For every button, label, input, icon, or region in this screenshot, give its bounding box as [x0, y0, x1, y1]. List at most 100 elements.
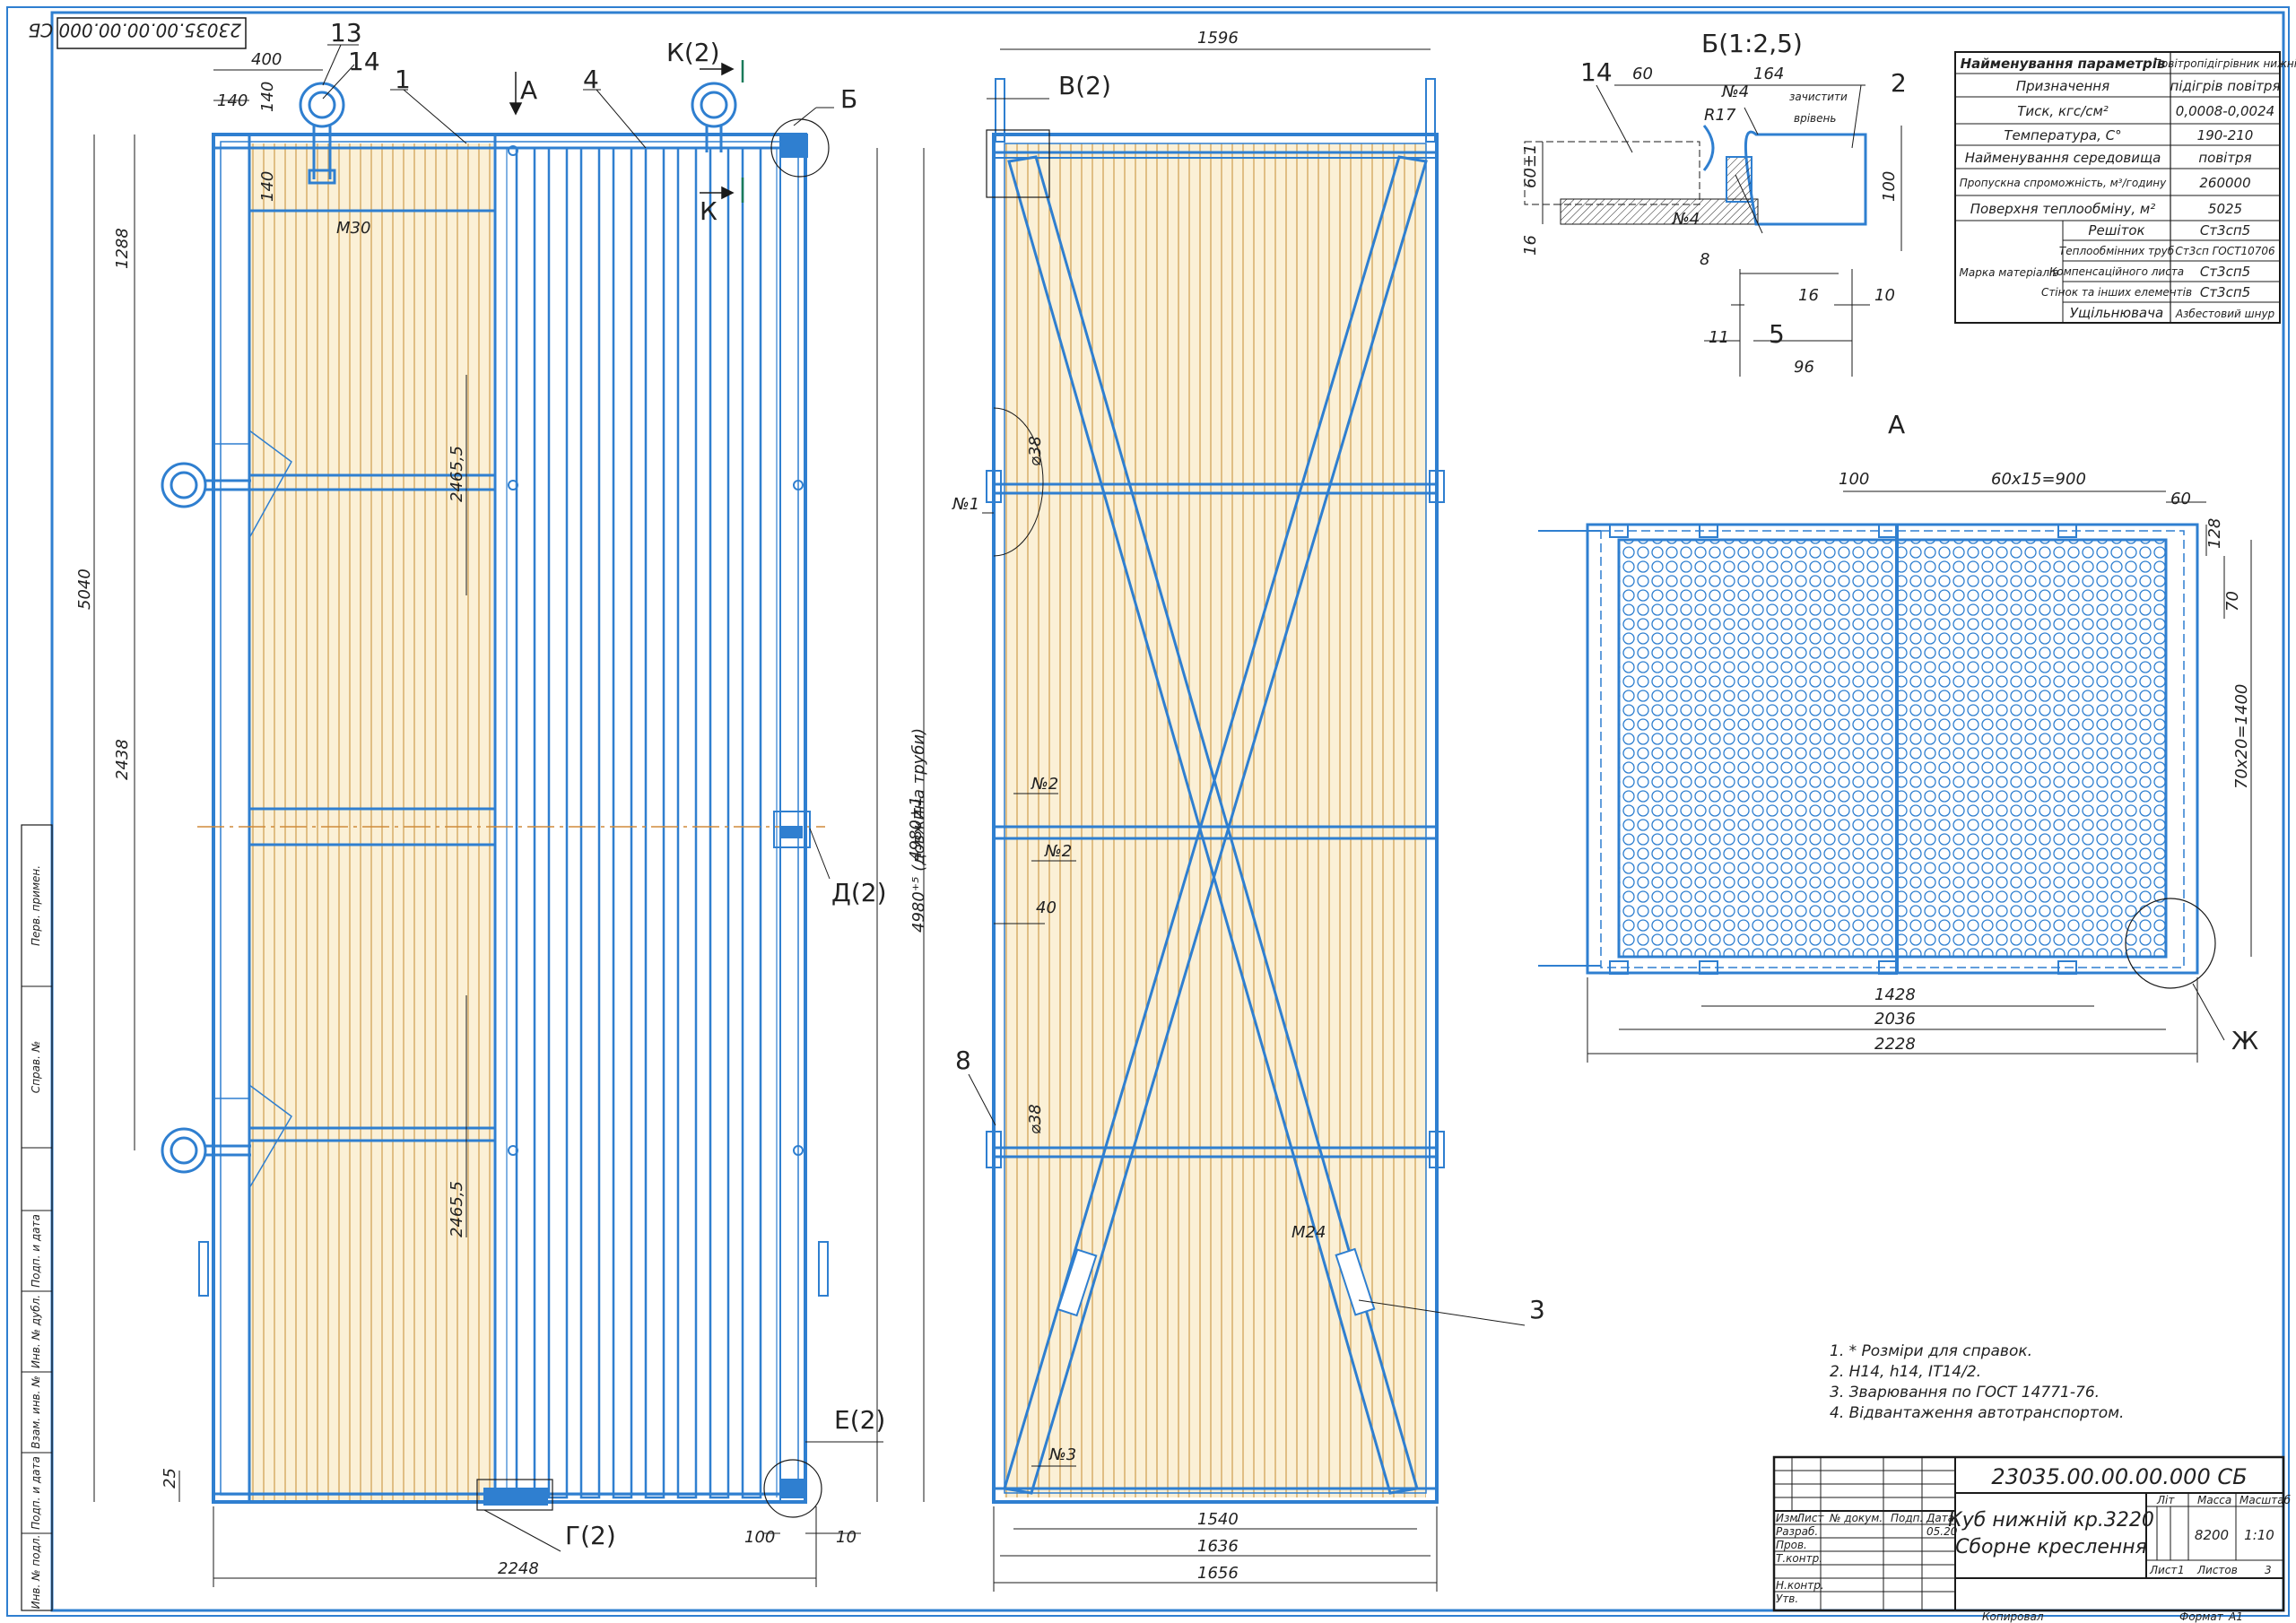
view-v2-label: В(2) — [1058, 71, 1111, 100]
dim-1596: 1596 — [1197, 29, 1239, 48]
tb-scale-value: 1:10 — [2244, 1527, 2274, 1543]
material-name-3: Стінок та інших елементів — [2041, 286, 2192, 299]
dim-2438: 2438 — [113, 739, 132, 780]
param-name-1: Тиск, кгс/см² — [2017, 103, 2109, 119]
tb-role-check: Пров. — [1776, 1539, 1807, 1551]
stamp-code-box: 23035.00.00.00.000 СБ — [28, 17, 247, 49]
stamp-orig-inv: Инв. № подл. — [30, 1535, 42, 1610]
leader-8: 8 — [955, 1046, 971, 1075]
dim-a-128: 128 — [2205, 518, 2224, 549]
stamp-dup-inv: Инв. № дубл. — [30, 1295, 42, 1368]
dim-a-70: 70 — [2223, 591, 2242, 612]
dim-1656: 1656 — [1197, 1564, 1239, 1583]
product-name: Куб нижній кр.3220 — [1948, 1509, 2154, 1532]
detail-zh-label: Ж — [2231, 1026, 2258, 1055]
dim-b-10: 10 — [1874, 286, 1895, 305]
param-value-1: 0,0008-0,0024 — [2176, 103, 2274, 119]
leader-13: 13 — [330, 18, 362, 48]
dim-40: 40 — [1036, 898, 1057, 917]
tube-field-left — [249, 143, 493, 1502]
param-value-0: підігрів повітря — [2170, 78, 2281, 94]
note-clean: зачистити — [1789, 91, 1848, 103]
radius-r17: R17 — [1704, 106, 1736, 125]
material-value-2: Ст3сп5 — [2200, 264, 2250, 280]
leader-4: 4 — [583, 65, 599, 94]
param-name-2: Температура, С° — [2004, 127, 2121, 143]
detail-b-title: Б(1:2,5) — [1701, 29, 1803, 58]
material-value-1: Ст3сп ГОСТ10706 — [2175, 245, 2275, 257]
dim-10-left: 10 — [836, 1528, 857, 1547]
weld-n1: №1 — [952, 495, 979, 514]
stamp-first-use: Перв. примен. — [30, 865, 42, 946]
param-value-2: 190-210 — [2197, 127, 2254, 143]
left-stamp-strip: Перв. примен. Справ. № Подп. и дата Инв.… — [21, 824, 53, 1611]
tb-col-sign: Подп. — [1891, 1512, 1923, 1524]
material-value-4: Азбестовий шнур — [2175, 308, 2275, 320]
dim-400: 400 — [251, 50, 282, 69]
front-view: А К(2) К Б Д(2) Е(2) Г(2) 13 14 1 4 M30 — [75, 18, 928, 1587]
dim-a-2036: 2036 — [1874, 1010, 1916, 1028]
tb-scale-header: Масштаб — [2239, 1494, 2292, 1506]
leader-2: 2 — [1891, 68, 1907, 98]
tb-role-ncontr: Н.контр. — [1776, 1579, 1824, 1592]
tb-format-value: A1 — [2228, 1610, 2243, 1623]
thread-m24: M24 — [1292, 1223, 1326, 1242]
view-g2-label: Г(2) — [565, 1521, 616, 1550]
dim-a-60: 60 — [2170, 490, 2191, 508]
dim-b-60: 60 — [1632, 65, 1653, 83]
detail-b-callout: Б — [840, 84, 857, 114]
leader-14: 14 — [348, 47, 380, 76]
compensation-sheets — [506, 134, 806, 1503]
dim-a-70x20: 70x20=1400 — [2232, 684, 2251, 789]
tb-col-izm: Изм. — [1776, 1512, 1801, 1524]
tb-role-dev: Разраб. — [1776, 1525, 1818, 1538]
param-name-0: Призначення — [2016, 78, 2109, 94]
dim-b-96: 96 — [1794, 358, 1814, 377]
section-k-label: К — [700, 196, 718, 226]
outer-frame — [6, 6, 2290, 1617]
note-flush: врівень — [1794, 112, 1836, 125]
params-header-name: Найменування параметрів — [1961, 56, 2166, 72]
weld-n3: №3 — [1048, 1445, 1076, 1464]
view-a-title: А — [1888, 410, 1905, 439]
lifting-eyes — [161, 82, 737, 1174]
tb-sheet-label: Лист — [2149, 1564, 2178, 1576]
notes: 1. * Розміри для справок. 2. H14, h14, I… — [1830, 1342, 2124, 1422]
stamp-sign-date-2: Подп. и дата — [30, 1456, 42, 1530]
dim-b-8: 8 — [1700, 250, 1709, 269]
tb-col-list: Лист — [1796, 1512, 1824, 1524]
inner-frame — [50, 11, 2285, 1612]
tb-col-date: Дата — [1926, 1512, 1954, 1524]
dim-b-16-v: 16 — [1521, 235, 1540, 256]
dim-140-c: 140 — [258, 171, 277, 202]
dim-b-11: 11 — [1709, 328, 1729, 347]
dim-140-a: 140 — [217, 91, 248, 110]
dim-b-16: 16 — [1798, 286, 1819, 305]
drawing-type: Сборне креслення — [1955, 1536, 2147, 1558]
param-value-4: 260000 — [2199, 175, 2250, 191]
dim-a-60x15: 60x15=900 — [1991, 470, 2086, 489]
doc-code: 23035.00.00.00.000 СБ — [1991, 1464, 2247, 1489]
note-3: 3. Зварювання по ГОСТ 14771-76. — [1830, 1384, 2100, 1402]
view-k2-label: К(2) — [666, 38, 720, 67]
material-name-1: Теплообмінних труб — [2059, 245, 2175, 257]
dim-100-left: 100 — [744, 1528, 775, 1547]
tb-col-doc: № докум. — [1829, 1512, 1883, 1524]
dim-4980: 4980±1 — [907, 796, 926, 861]
material-value-0: Ст3сп5 — [2200, 222, 2250, 239]
weld-n4-b: №4 — [1721, 82, 1749, 101]
param-value-5: 5025 — [2208, 201, 2242, 217]
tube-sheet-holes — [1617, 538, 2168, 959]
dim-a-1428: 1428 — [1874, 985, 1916, 1004]
dim-5040: 5040 — [75, 568, 94, 610]
note-4: 4. Відвантаження автотранспортом. — [1830, 1404, 2124, 1422]
title-block: Изм. Лист № докум. Подп. Дата Разраб. Пр… — [1772, 1455, 2292, 1623]
section-a-label: А — [520, 75, 537, 105]
tb-sheets-total: 3 — [2265, 1564, 2272, 1576]
param-value-3: повітря — [2198, 150, 2251, 166]
dim-4980-tube: 4980⁺⁵ (довжина труби) — [909, 728, 928, 933]
dim-1636: 1636 — [1197, 1537, 1239, 1556]
tb-format-label: Формат — [2179, 1610, 2224, 1623]
side-view: В(2) №1 №2 №2 №3 M24 8 3 1596 ⌀38 ⌀38 — [952, 29, 1545, 1592]
dim-d38-a: ⌀38 — [1026, 436, 1045, 466]
